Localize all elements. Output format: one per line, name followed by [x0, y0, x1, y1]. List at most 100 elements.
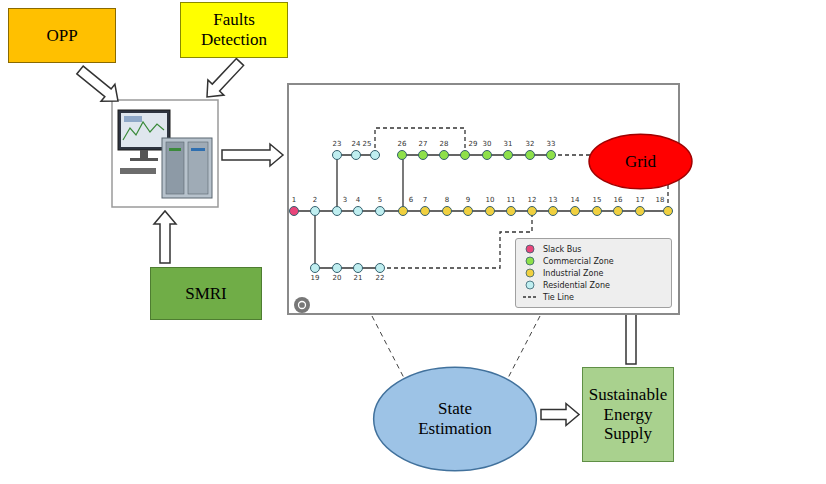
device-led — [169, 148, 181, 151]
bus-node — [507, 207, 516, 216]
bus-number: 11 — [501, 196, 521, 205]
legend-row: Tie Line — [522, 291, 665, 303]
screen-panel — [124, 116, 142, 122]
legend-row: Residential Zone — [522, 279, 665, 291]
bus-number: 9 — [458, 196, 478, 205]
bus-node — [464, 207, 473, 216]
bus-node — [571, 207, 580, 216]
legend-swatch — [522, 244, 538, 254]
legend-text: Residential Zone — [543, 281, 610, 290]
feeder-line — [403, 155, 551, 211]
bus-node — [376, 264, 385, 273]
bus-node — [376, 207, 385, 216]
bus-number: 19 — [305, 274, 325, 283]
process-ellipse: State Estimation — [372, 365, 538, 473]
bus-node — [443, 207, 452, 216]
bus-node — [486, 207, 495, 216]
bus-number: 17 — [630, 196, 650, 205]
bus-number: 14 — [565, 196, 585, 205]
bus-number: 16 — [608, 196, 628, 205]
process-box: Faults Detection — [180, 2, 288, 58]
bus-node — [614, 207, 623, 216]
flow-arrow — [541, 404, 579, 426]
bus-node — [636, 207, 645, 216]
bus-number: 4 — [348, 196, 368, 205]
legend-swatch — [522, 268, 538, 278]
bus-node — [311, 264, 320, 273]
bus-node — [311, 207, 320, 216]
feeder-line — [315, 211, 380, 268]
bus-node — [333, 264, 342, 273]
bus-number: 18 — [650, 196, 670, 205]
bus-node — [504, 151, 513, 160]
device-module — [166, 142, 184, 194]
legend-text: Commercial Zone — [543, 257, 614, 266]
icon-circle — [294, 297, 310, 313]
bus-node — [526, 151, 535, 160]
legend-swatch — [522, 256, 538, 266]
bus-node — [440, 151, 449, 160]
bus-number: 7 — [415, 196, 435, 205]
device-cabinet — [162, 138, 212, 198]
input-arrow — [77, 66, 118, 101]
bus-node — [398, 151, 407, 160]
bus-node — [354, 207, 363, 216]
keyboard — [120, 168, 156, 174]
computer-frame — [112, 100, 218, 207]
bus-node — [399, 207, 408, 216]
input-arrow — [207, 59, 244, 97]
bus-number: 30 — [477, 140, 497, 149]
node-label: Faults Detection — [186, 10, 282, 49]
bus-number: 2 — [305, 196, 325, 205]
ellipse-shape — [374, 367, 537, 471]
bus-node — [333, 207, 342, 216]
bus-node — [290, 207, 299, 216]
monitor-stand — [140, 150, 148, 158]
ellipse-shape — [589, 134, 692, 189]
source-box: SMRI — [150, 267, 262, 320]
legend-text: Industrial Zone — [543, 269, 603, 278]
grid-ellipse: Grid — [588, 133, 693, 190]
bus-number: 1 — [284, 196, 304, 205]
computer-illustration — [112, 100, 218, 207]
bus-node — [483, 151, 492, 160]
bus-number: 25 — [357, 140, 377, 149]
legend-row: Slack Bus — [522, 243, 665, 255]
dashed-leader — [372, 316, 404, 378]
source-box: OPP — [8, 8, 116, 63]
swatch-line — [523, 296, 537, 297]
bus-number: 12 — [522, 196, 542, 205]
legend-text: Tie Line — [543, 293, 574, 302]
bus-number: 26 — [392, 140, 412, 149]
bus-number: 31 — [498, 140, 518, 149]
node-label: SMRI — [185, 284, 227, 304]
legend-swatch — [522, 280, 538, 290]
device-led — [191, 148, 205, 151]
bus-number: 27 — [413, 140, 433, 149]
bus-number: 20 — [327, 274, 347, 283]
node-label: State Estimation — [410, 399, 500, 438]
bus-number: 10 — [480, 196, 500, 205]
bus-node — [352, 151, 361, 160]
dashed-leader — [508, 316, 540, 378]
bus-number: 13 — [543, 196, 563, 205]
bus-node — [528, 207, 537, 216]
bus-number: 6 — [401, 196, 421, 205]
bus-number: 21 — [348, 274, 368, 283]
bus-number: 23 — [327, 140, 347, 149]
bus-node — [664, 207, 673, 216]
bus-number: 28 — [434, 140, 454, 149]
bus-number: 8 — [437, 196, 457, 205]
bus-number: 33 — [541, 140, 561, 149]
device-module — [188, 142, 208, 194]
node-label: OPP — [46, 26, 77, 46]
bus-node — [593, 207, 602, 216]
output-arrow — [222, 144, 283, 166]
bus-number: 29 — [463, 140, 483, 149]
bus-node — [421, 207, 430, 216]
monitor-screen — [121, 113, 167, 147]
tie-line — [380, 211, 532, 268]
input-arrow — [154, 211, 176, 263]
bus-number: 3 — [335, 196, 355, 205]
swatch-dot — [526, 245, 534, 253]
